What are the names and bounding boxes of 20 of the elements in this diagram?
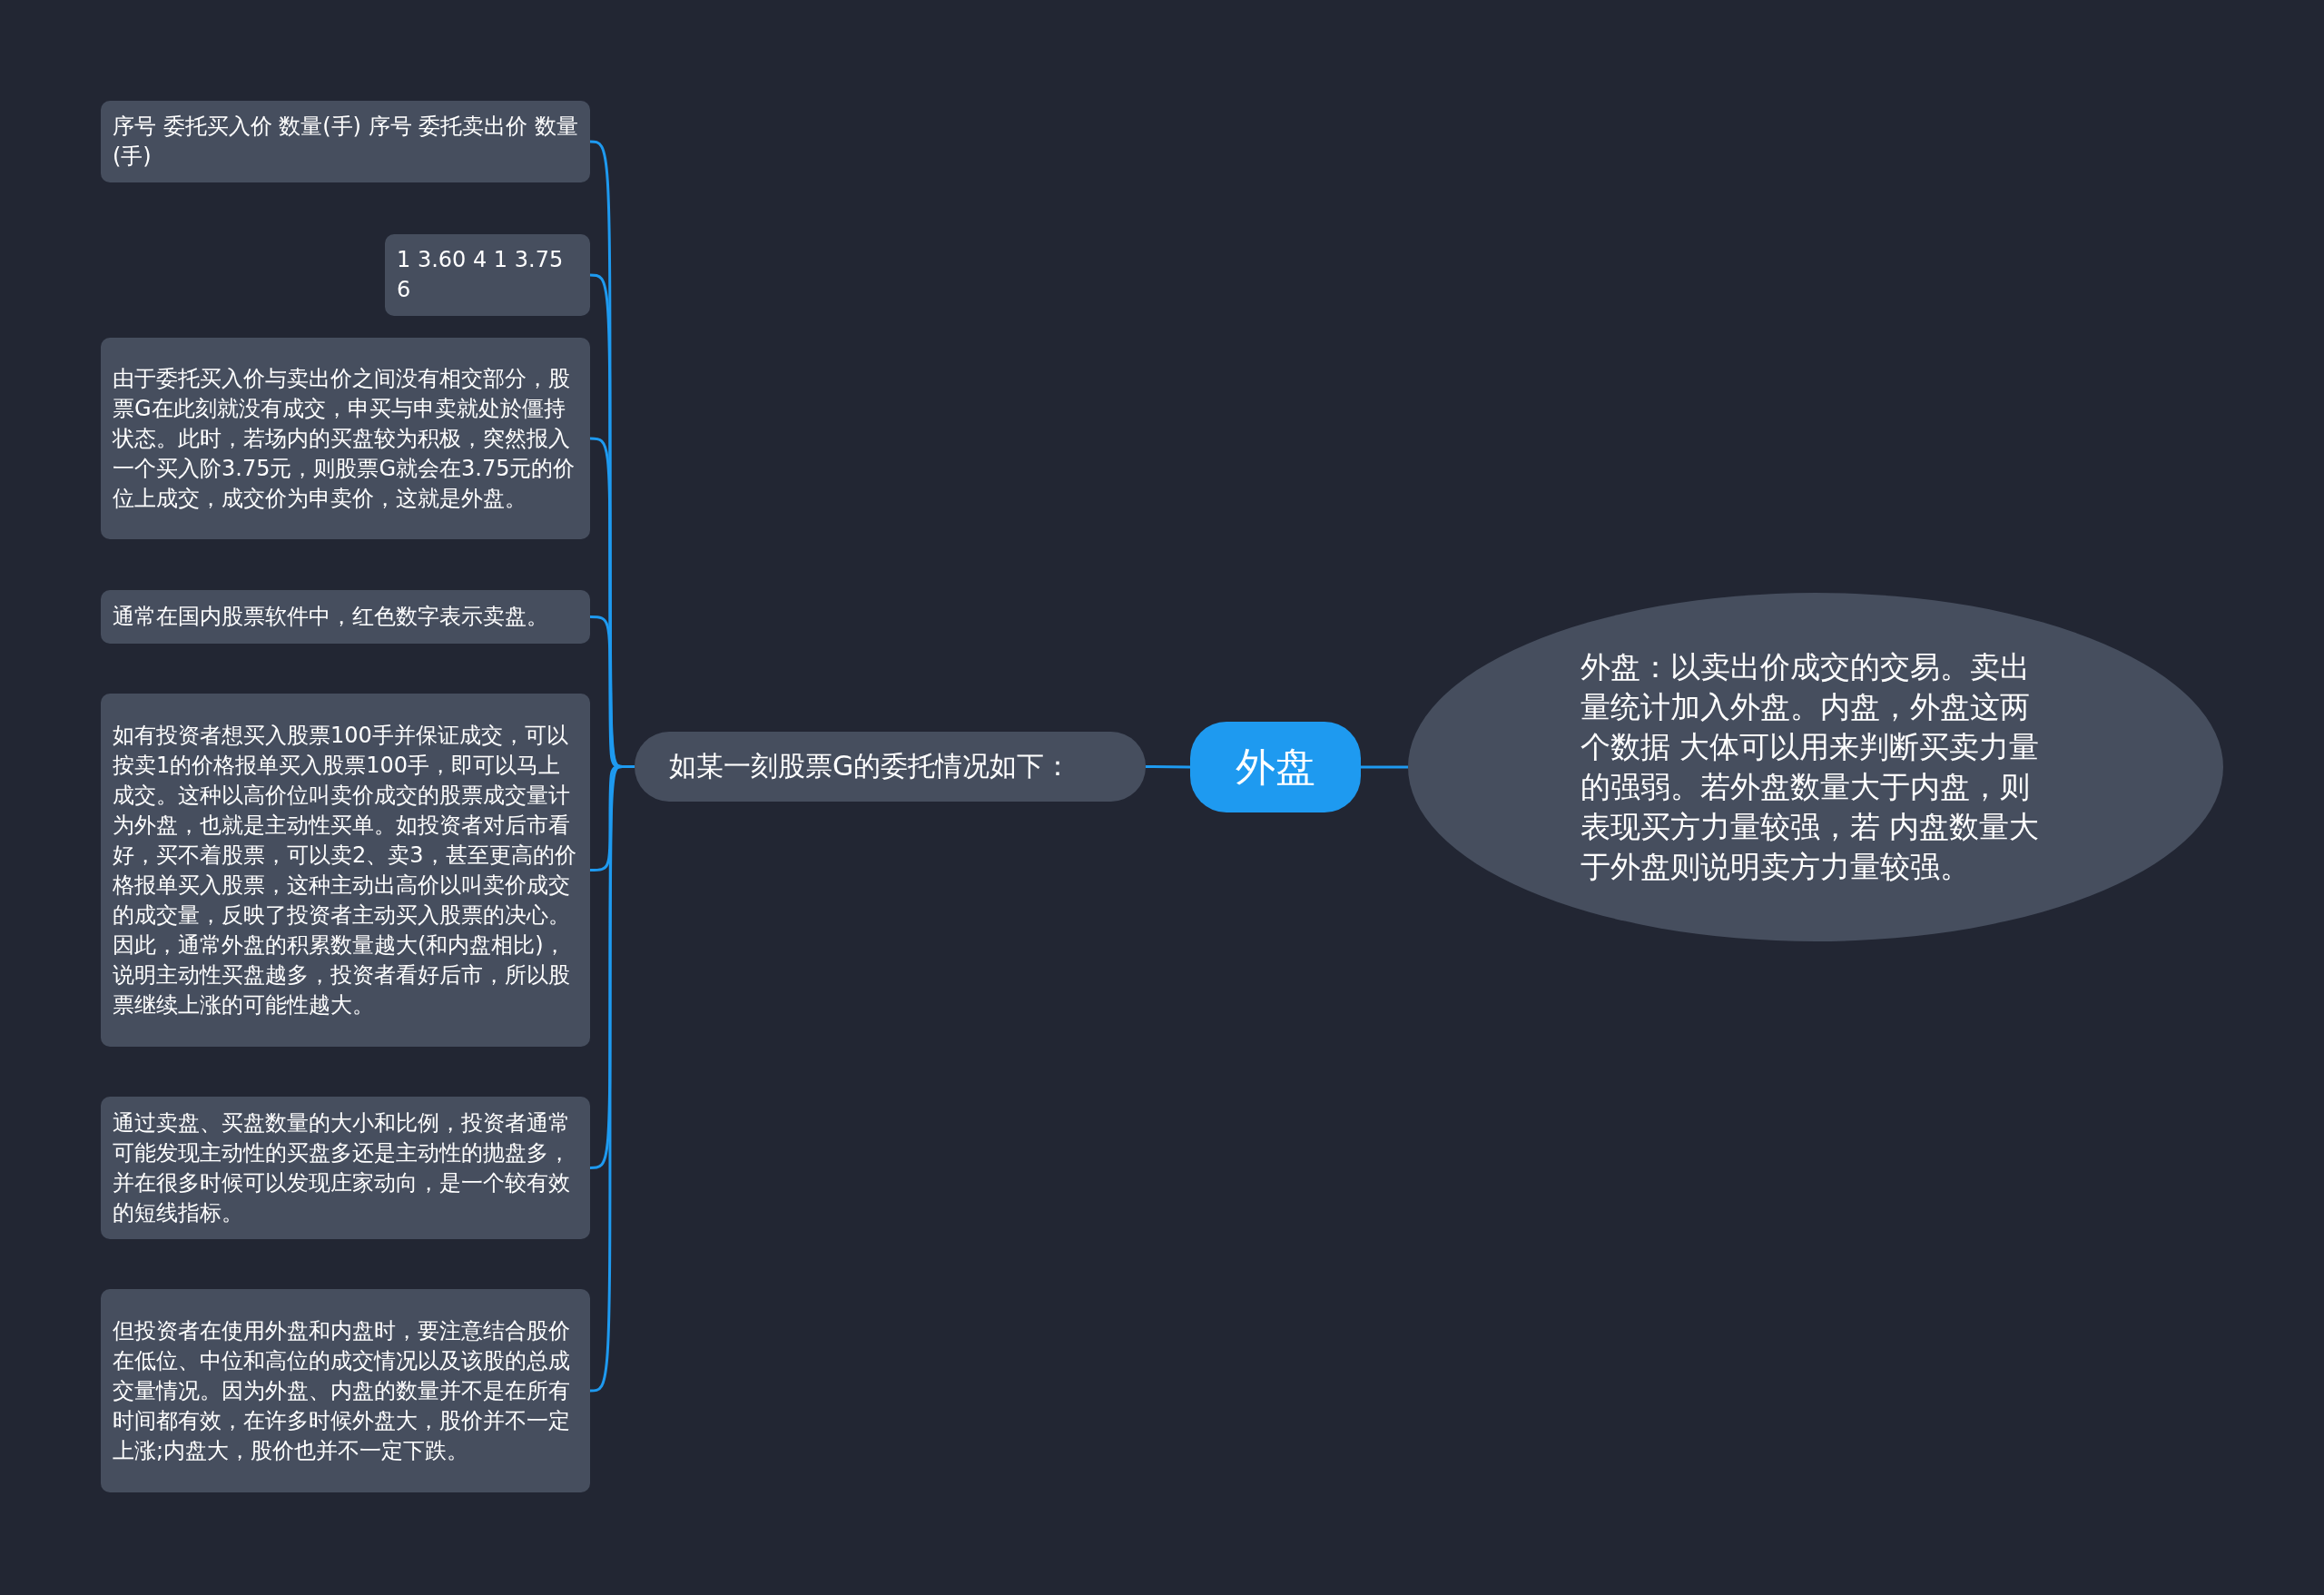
topic-text: 序号 委托买入价 数量(手) 序号 委托卖出价 数量(手) bbox=[113, 113, 578, 171]
note-box bbox=[101, 1289, 590, 1492]
topic-text: 由于委托买入价与卖出价之间没有相交部分，股票G在此刻就没有成交，申买与申卖就处於僵持状态。此时，若场内的买盘较为积极，突然报入一个买入阶3.75元，则股票G就会在3.75元的价位上成交，成交价为申卖价，这就是外盘。 bbox=[113, 364, 576, 513]
topic-text: 如有投资者想买入股票100手并保证成交，可以按卖1的价格报单买入股票100手，即可以马上成交。这种以高价位叫卖价成交的股票成交量计为外盘，也就是主动性买单。如投资者对后市看好，买不着股票，可以卖2、卖3，甚至更高的价格报单买入股票，这种主动出高价以叫卖价成交的成交量，反映了投资者主动买入股票的决心。因此，通常外盘的积累数量越大(和内盘相比)，说明主动性买盘越多，投资者看好后市，所以股票继续上涨的可能性越大。 bbox=[113, 721, 577, 1019]
topic-text: 如某一刻股票G的委托情况如下： bbox=[669, 749, 1072, 783]
note-box bbox=[385, 234, 590, 316]
note-box bbox=[101, 694, 590, 1047]
connector-line bbox=[1146, 765, 1190, 769]
note-box bbox=[101, 590, 590, 644]
topic-text: 通过卖盘、买盘数量的大小和比例，投资者通常可能发现主动性的买盘多还是主动性的抛盘多，并在很多时候可以发现庄家动向，是一个较有效的短线指标。 bbox=[113, 1108, 571, 1227]
topic-text: 外盘 bbox=[1236, 742, 1315, 792]
central-topic bbox=[1190, 722, 1361, 812]
note-box bbox=[101, 338, 590, 539]
connector-line bbox=[1361, 765, 1408, 769]
topic-text: 1 3.60 4 1 3.75 6 bbox=[397, 246, 565, 304]
note-box bbox=[101, 101, 590, 182]
topic-text: 通常在国内股票软件中，红色数字表示卖盘。 bbox=[113, 603, 548, 631]
topic-text: 外盘：以卖出价成交的交易。卖出量统计加入外盘。内盘，外盘这两个数据 大体可以用来判断买卖力量的强弱。若外盘数量大于内盘，则表现买方力量较强，若 内盘数量大于外盘则说明卖方力量较强。 bbox=[1581, 648, 2041, 886]
topic-text: 但投资者在使用外盘和内盘时，要注意结合股价在低位、中位和高位的成交情况以及该股的总成交量情况。因为外盘、内盘的数量并不是在所有时间都有效，在许多时候外盘大，股价并不一定上涨;内盘大，股价也并不一定下跌。 bbox=[113, 1316, 571, 1465]
note-box bbox=[101, 1097, 590, 1239]
